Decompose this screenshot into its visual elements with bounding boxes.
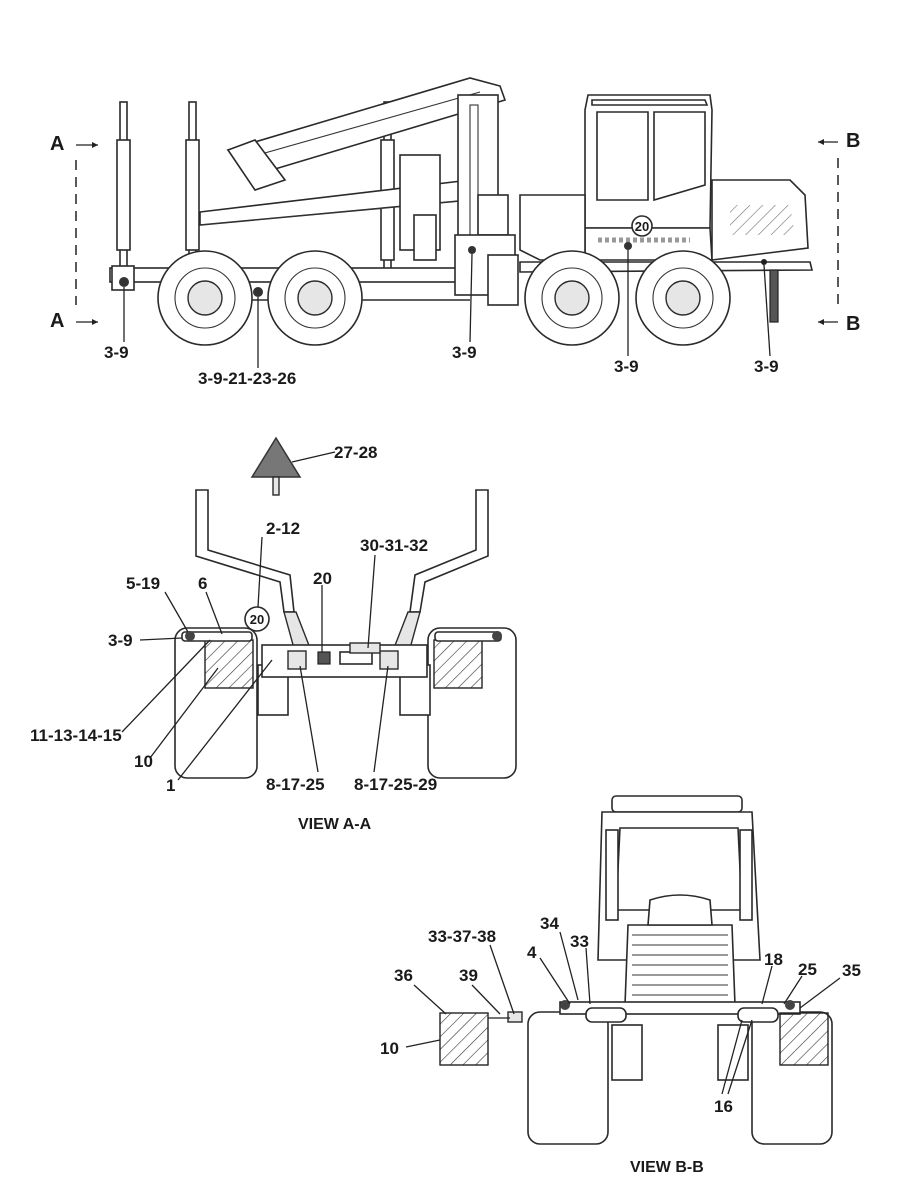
cab: 20 [584, 94, 713, 261]
callout-side-4: 3-9 [614, 357, 639, 376]
side-view: A A B B [50, 77, 860, 388]
callout-33-37-38: 33-37-38 [428, 927, 496, 946]
callout-6: 6 [198, 574, 207, 593]
callout-2-12: 2-12 [266, 519, 300, 538]
view-a-leaders [121, 536, 389, 781]
callout-20: 20 [313, 569, 332, 588]
right-hatched-block [779, 1012, 829, 1066]
left-hatched-block [439, 1012, 489, 1066]
wheels [157, 250, 731, 346]
view-b-b-title: VIEW B-B [630, 1159, 704, 1176]
load-stakes [116, 101, 395, 273]
crane [226, 77, 519, 306]
cab-badge-text: 20 [635, 219, 649, 234]
callout-side-1: 3-9 [104, 343, 129, 362]
callout-34: 34 [540, 914, 559, 933]
front-bumper [507, 1000, 801, 1023]
side-lights [119, 242, 632, 297]
callout-16: 16 [714, 1097, 733, 1116]
callout-1: 1 [166, 776, 175, 795]
callout-3-9: 3-9 [108, 631, 133, 650]
rear-beam [181, 631, 502, 678]
callout-25: 25 [798, 960, 817, 979]
callout-33: 33 [570, 932, 589, 951]
callout-35: 35 [842, 961, 861, 980]
callout-8-17-25-29: 8-17-25-29 [354, 775, 437, 794]
view-a-a-title: VIEW A-A [298, 816, 372, 833]
view-a-a: 27-28 [30, 436, 517, 833]
side-view-leaders [123, 250, 771, 368]
grille [632, 934, 728, 996]
callout-side-3: 3-9 [452, 343, 477, 362]
view-b-leaders [405, 931, 841, 1095]
section-b-bottom-label: B [846, 313, 860, 335]
view-a-badge-text: 20 [250, 612, 264, 627]
view-b-b: 34 33-37-38 33 4 36 39 18 25 35 10 16 VI… [380, 795, 861, 1176]
callout-18: 18 [764, 950, 783, 969]
section-a-bottom-label: A [50, 310, 64, 332]
callout-30-31-32: 30-31-32 [360, 536, 428, 555]
warning-triangle-icon [250, 436, 302, 496]
section-line-a: A A [50, 133, 98, 332]
section-line-b: B B [818, 130, 860, 335]
callout-27-28: 27-28 [334, 443, 377, 462]
callout-39: 39 [459, 966, 478, 985]
callout-10-b: 10 [380, 1039, 399, 1058]
callout-side-5: 3-9 [754, 357, 779, 376]
view-a-badge-circle [244, 606, 270, 632]
callout-11-13-14-15: 11-13-14-15 [30, 726, 122, 745]
cab-front [597, 795, 761, 1006]
callout-4: 4 [527, 943, 537, 962]
callout-5-19: 5-19 [126, 574, 160, 593]
callout-8-17-25: 8-17-25 [266, 775, 325, 794]
callout-side-2: 3-9-21-23-26 [198, 369, 296, 388]
section-b-top-label: B [846, 130, 860, 152]
cab-badge-circle [631, 215, 653, 237]
callout-36: 36 [394, 966, 413, 985]
section-a-top-label: A [50, 133, 64, 155]
callout-10: 10 [134, 752, 153, 771]
